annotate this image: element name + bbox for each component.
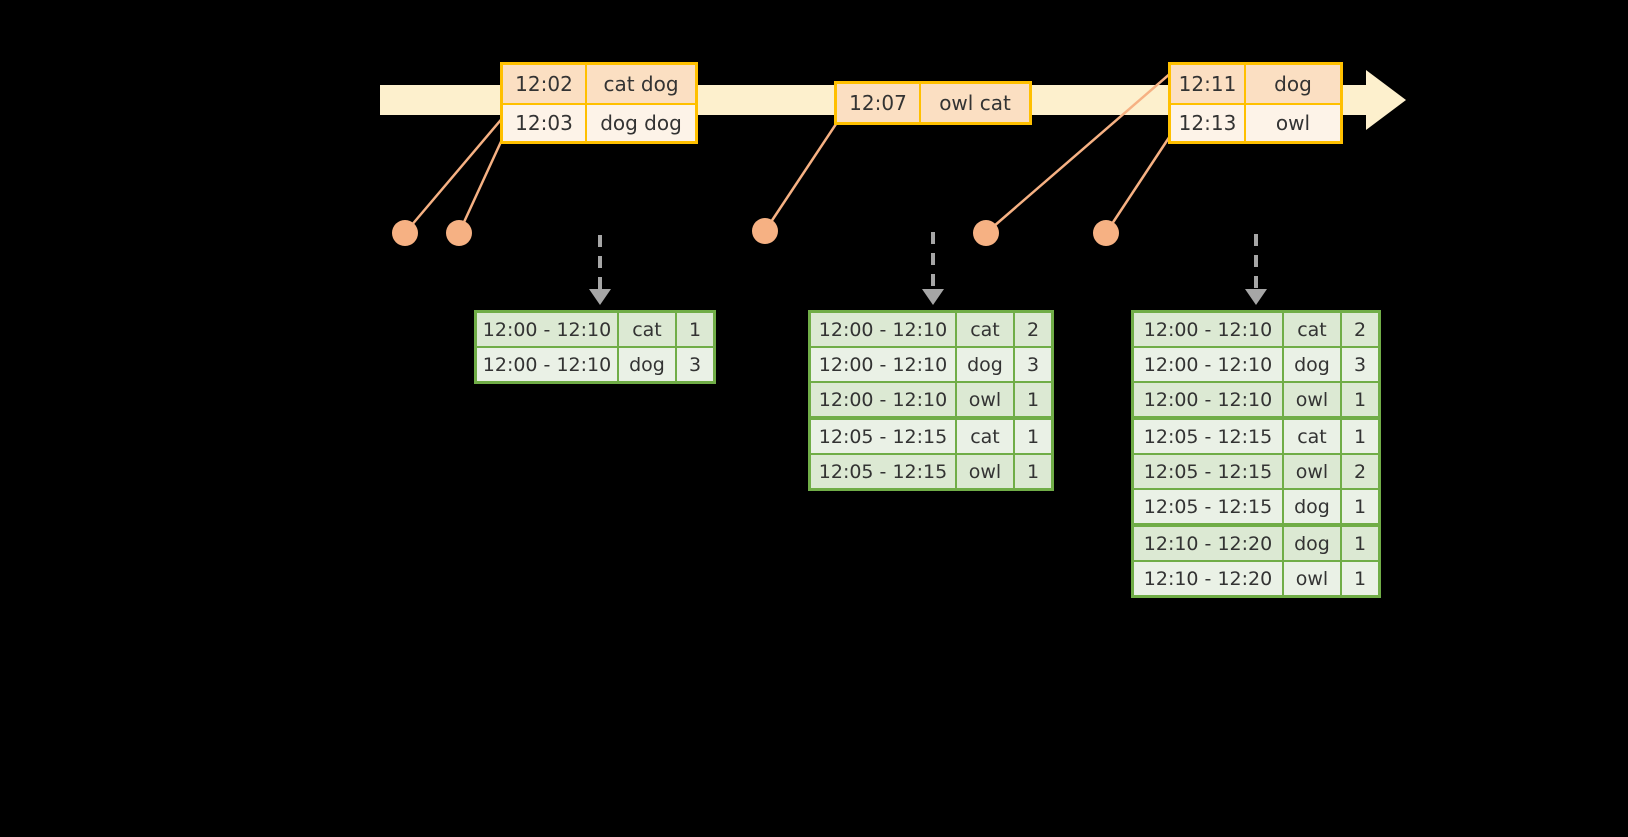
key-cell: cat bbox=[1282, 313, 1340, 346]
event-time: 12:13 bbox=[1171, 105, 1246, 141]
window-cell: 12:05 - 12:15 bbox=[811, 455, 955, 488]
count-cell: 1 bbox=[1340, 383, 1378, 416]
key-cell: cat bbox=[955, 313, 1013, 346]
connector-line bbox=[457, 132, 507, 234]
arrowhead-icon bbox=[1245, 289, 1267, 305]
key-cell: owl bbox=[1282, 562, 1340, 595]
connector-line bbox=[1104, 132, 1174, 234]
key-cell: owl bbox=[1282, 383, 1340, 416]
window-cell: 12:05 - 12:15 bbox=[1134, 455, 1282, 488]
window-cell: 12:00 - 12:10 bbox=[811, 348, 955, 381]
key-cell: dog bbox=[955, 348, 1013, 381]
count-cell: 1 bbox=[675, 313, 713, 346]
event-payload: dog dog bbox=[587, 105, 695, 141]
event-time: 12:11 bbox=[1171, 65, 1246, 103]
count-cell: 3 bbox=[675, 348, 713, 381]
key-cell: cat bbox=[955, 420, 1013, 453]
event-time: 12:07 bbox=[837, 84, 921, 122]
count-cell: 1 bbox=[1340, 490, 1378, 523]
dot-12-02 bbox=[392, 220, 418, 246]
key-cell: owl bbox=[955, 383, 1013, 416]
event-payload: dog bbox=[1246, 65, 1340, 103]
window-cell: 12:05 - 12:15 bbox=[811, 420, 955, 453]
window-cell: 12:00 - 12:10 bbox=[1134, 313, 1282, 346]
window-cell: 12:00 - 12:10 bbox=[811, 313, 955, 346]
dot-12-03 bbox=[446, 220, 472, 246]
arrowhead-icon bbox=[589, 289, 611, 305]
connector-line bbox=[404, 114, 506, 234]
dot-12-13 bbox=[1093, 220, 1119, 246]
count-cell: 1 bbox=[1340, 420, 1378, 453]
window-cell: 12:00 - 12:10 bbox=[811, 383, 955, 416]
count-cell: 1 bbox=[1013, 383, 1051, 416]
count-cell: 1 bbox=[1340, 527, 1378, 560]
window-cell: 12:10 - 12:20 bbox=[1134, 562, 1282, 595]
window-cell: 12:00 - 12:10 bbox=[1134, 383, 1282, 416]
event-payload: owl bbox=[1246, 105, 1340, 141]
count-cell: 2 bbox=[1340, 455, 1378, 488]
count-cell: 2 bbox=[1340, 313, 1378, 346]
event-payload: owl cat bbox=[921, 84, 1029, 122]
flow-arrow-right bbox=[1245, 234, 1267, 305]
flow-arrow-middle bbox=[922, 232, 944, 305]
event-time: 12:02 bbox=[503, 65, 587, 103]
window-cell: 12:05 - 12:15 bbox=[1134, 490, 1282, 523]
count-cell: 1 bbox=[1013, 455, 1051, 488]
dot-12-07 bbox=[752, 218, 778, 244]
timeline-arrowhead-icon bbox=[1366, 70, 1406, 130]
event-payload: cat dog bbox=[587, 65, 695, 103]
key-cell: cat bbox=[617, 313, 675, 346]
count-cell: 1 bbox=[1013, 420, 1051, 453]
window-cell: 12:05 - 12:15 bbox=[1134, 420, 1282, 453]
key-cell: dog bbox=[1282, 527, 1340, 560]
arrowhead-icon bbox=[922, 289, 944, 305]
key-cell: dog bbox=[617, 348, 675, 381]
dot-12-11 bbox=[973, 220, 999, 246]
window-cell: 12:00 - 12:10 bbox=[477, 348, 617, 381]
count-cell: 3 bbox=[1340, 348, 1378, 381]
flow-arrow-left bbox=[589, 235, 611, 305]
window-cell: 12:00 - 12:10 bbox=[477, 313, 617, 346]
connector-line bbox=[763, 117, 842, 232]
key-cell: dog bbox=[1282, 490, 1340, 523]
key-cell: dog bbox=[1282, 348, 1340, 381]
count-cell: 3 bbox=[1013, 348, 1051, 381]
count-cell: 2 bbox=[1013, 313, 1051, 346]
key-cell: cat bbox=[1282, 420, 1340, 453]
window-cell: 12:00 - 12:10 bbox=[1134, 348, 1282, 381]
key-cell: owl bbox=[1282, 455, 1340, 488]
count-cell: 1 bbox=[1340, 562, 1378, 595]
key-cell: owl bbox=[955, 455, 1013, 488]
window-cell: 12:10 - 12:20 bbox=[1134, 527, 1282, 560]
event-time: 12:03 bbox=[503, 105, 587, 141]
